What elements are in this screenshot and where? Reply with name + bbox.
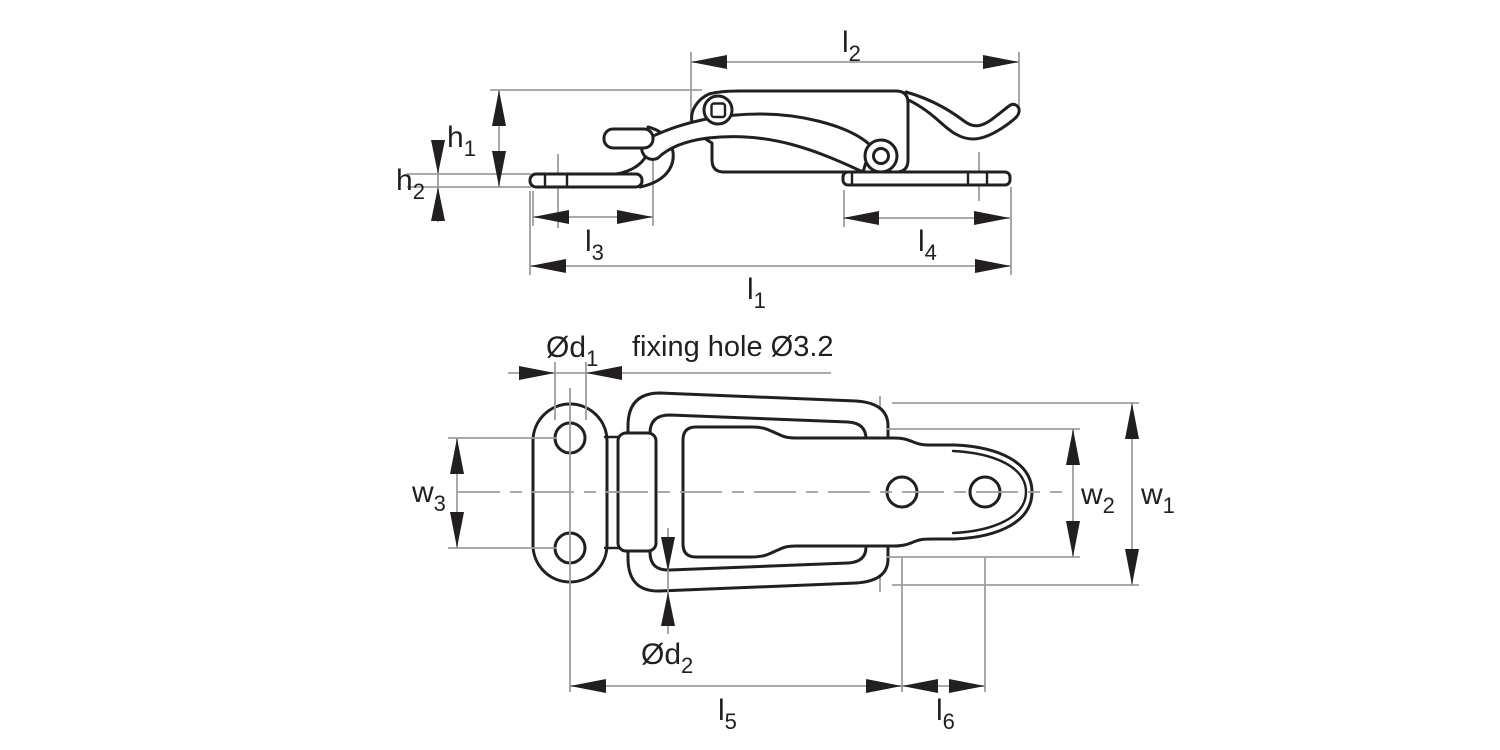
h1-arrow-top <box>492 90 506 126</box>
l3-arrow-left <box>533 210 569 224</box>
side-lever-handle <box>902 90 1021 141</box>
plan-lever-fold-line <box>951 449 1028 535</box>
h2-arrow-bottom <box>431 187 445 221</box>
l1-arrow-left <box>530 259 566 273</box>
side-catch-hook-outer <box>638 125 675 189</box>
dim-label-d2: Ød2 <box>641 638 693 678</box>
l5-arrow-right <box>866 679 902 693</box>
l4-arrow-left <box>843 211 879 225</box>
side-catch-lip <box>602 127 655 150</box>
h2-arrow-top <box>431 140 445 174</box>
l3-arrow-right <box>617 210 653 224</box>
dim-label-l1: l1 <box>747 273 766 313</box>
dim-label-l4: l4 <box>918 225 937 265</box>
l1-arrow-right <box>975 259 1011 273</box>
w3-arrow-top <box>450 438 464 474</box>
w1-arrow-bottom <box>1125 549 1139 585</box>
dim-label-w1: w1 <box>1140 478 1175 518</box>
l4-arrow-right <box>974 211 1010 225</box>
w2-arrow-bottom <box>1066 521 1080 557</box>
dim-label-d1: Ød1 <box>546 331 598 371</box>
dimension-labels: l2 h1 h2 l3 l4 l1 Ød1 fixing hole Ø3.2 w… <box>396 26 1175 734</box>
w2-arrow-top <box>1066 429 1080 465</box>
side-left-catch-plate <box>528 172 644 189</box>
side-spring-eye-inner <box>872 147 890 165</box>
w3-arrow-bottom <box>450 512 464 548</box>
d1-arrow-right <box>586 366 622 380</box>
dim-label-h2: h2 <box>396 164 425 204</box>
dim-label-l6: l6 <box>936 694 955 734</box>
side-right-base-plate <box>841 170 1012 187</box>
l2-arrow-left <box>691 55 727 69</box>
dim-label-h1: h1 <box>447 121 476 161</box>
dim-label-l3: l3 <box>585 225 604 265</box>
dim-label-l5: l5 <box>718 694 737 734</box>
side-pivot-square-hole <box>710 102 727 119</box>
d2-arrow-top <box>661 537 675 571</box>
d2-arrow-bottom <box>661 592 675 626</box>
fixing-hole-note: fixing hole Ø3.2 <box>632 331 834 363</box>
l5-arrow-left <box>570 679 606 693</box>
h1-arrow-bottom <box>492 151 506 187</box>
l6-arrow-right <box>949 679 985 693</box>
d1-arrow-left <box>519 366 555 380</box>
side-view <box>528 89 1021 189</box>
dim-label-w3: w3 <box>411 476 446 516</box>
l6-arrow-left <box>902 679 938 693</box>
side-pivot <box>702 94 734 126</box>
l2-arrow-right <box>983 55 1019 69</box>
dim-label-l2: l2 <box>842 26 861 66</box>
dim-label-w2: w2 <box>1080 478 1115 518</box>
dimension-arrowheads <box>431 55 1139 693</box>
w1-arrow-top <box>1125 403 1139 439</box>
side-spring-bow <box>640 112 873 174</box>
